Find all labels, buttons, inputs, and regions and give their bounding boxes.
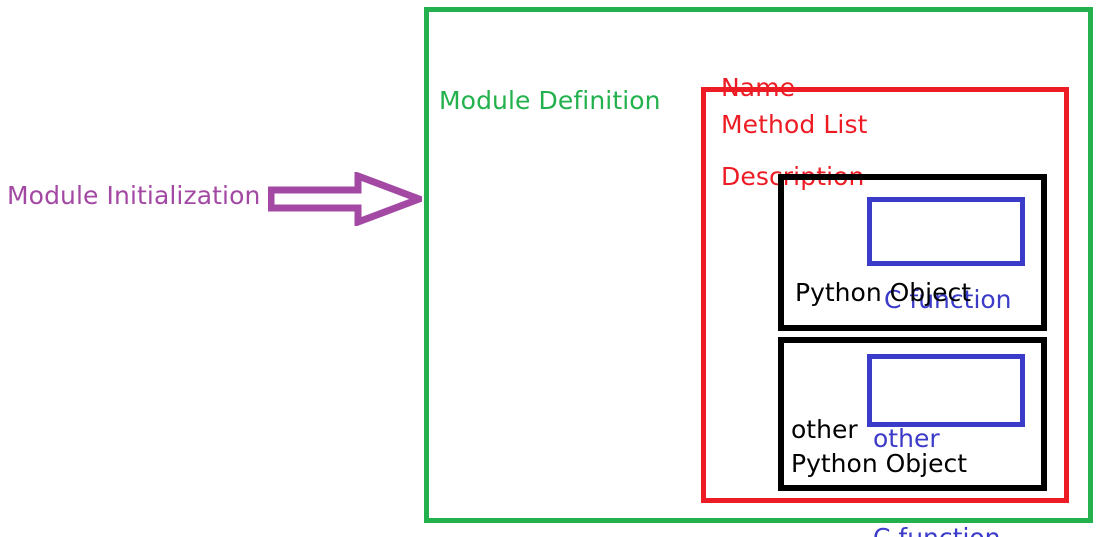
c-function-label-2-line-1: other [873,424,940,453]
module-definition-box [424,7,1093,523]
python-object-box-2 [778,337,1047,491]
python-object-label-2-line-1: other [791,415,858,444]
python-object-label-2-line-2: Python Object [791,448,968,478]
python-object-label-2: other Python Object [791,413,967,481]
c-function-label-1-line-1: C function [884,285,1012,314]
method-list-box [701,87,1069,503]
python-object-box-1 [778,174,1047,331]
module-definition-label: Module Definition [439,86,661,115]
module-initialization-label: Module Initialization [7,181,261,210]
c-function-label-2: other C function [873,356,1001,537]
method-list-label: Method List [721,110,868,139]
python-object-label-1: Python Object [795,278,972,307]
right-arrow-icon [268,172,422,226]
c-function-label-2-line-2: C function [873,521,1001,537]
c-function-box-1 [867,197,1025,266]
c-function-box-2 [867,354,1025,427]
c-function-label-1: C function [884,217,1012,382]
